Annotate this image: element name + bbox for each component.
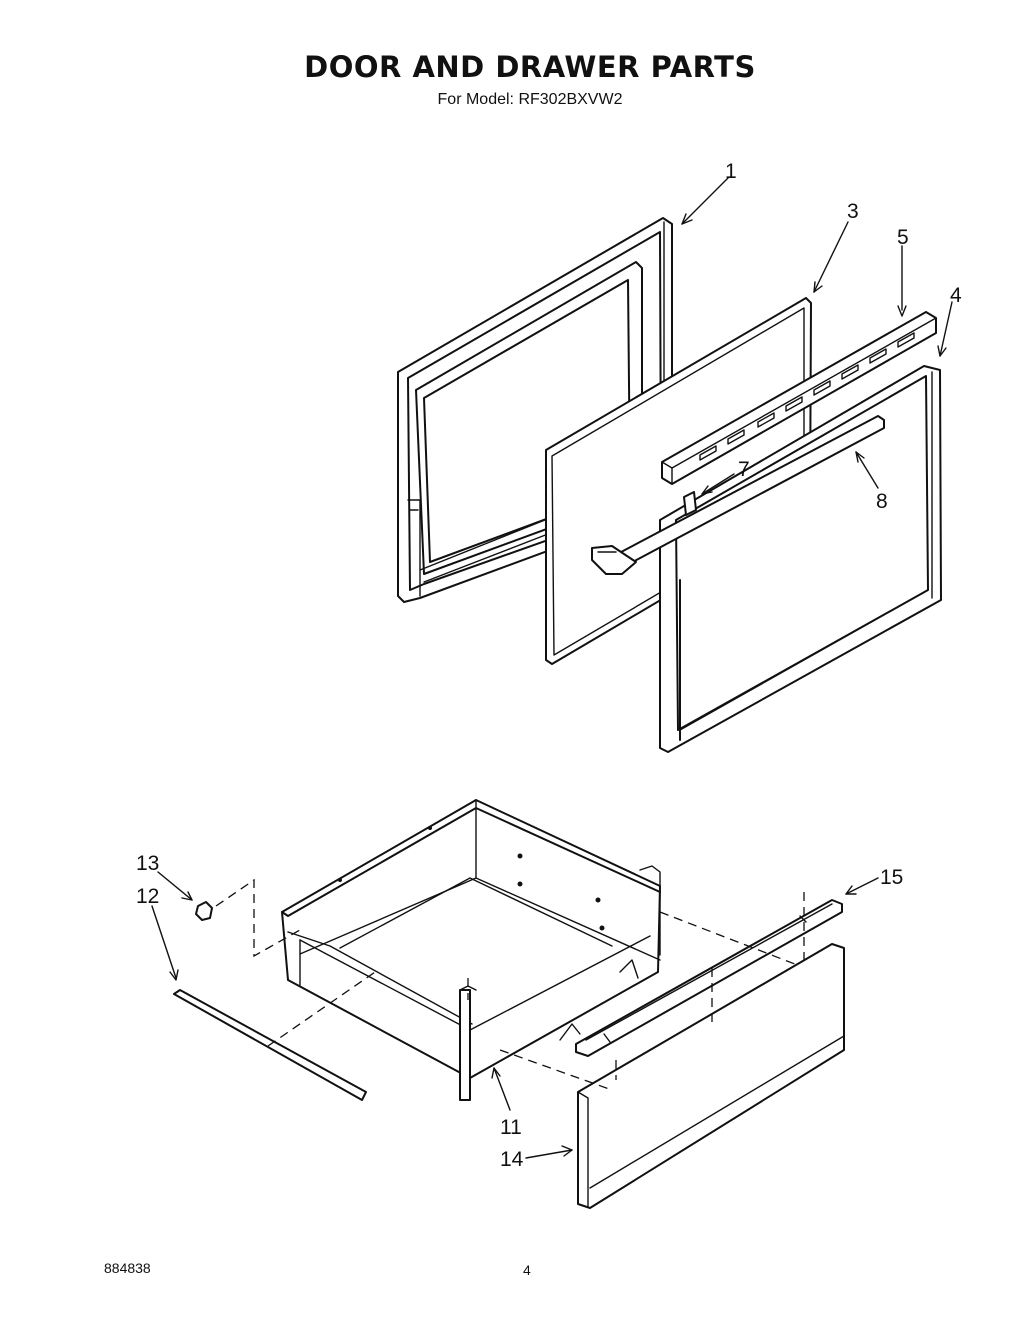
callout-1: 1 <box>725 160 737 183</box>
alignment-lines <box>215 878 805 1091</box>
model-number: RF302BXVW2 <box>518 91 623 108</box>
callout-12: 12 <box>136 885 159 908</box>
callout-labels: 1 3 5 4 7 8 13 12 15 11 14 <box>136 160 962 1171</box>
part-5-vent-strip <box>661 311 937 485</box>
page-title: DOOR AND DRAWER PARTS <box>304 50 756 84</box>
part-14-drawer-front <box>577 943 845 1209</box>
leader-lines <box>151 177 953 1159</box>
callout-15: 15 <box>880 866 903 889</box>
model-label: For Model: <box>437 91 514 108</box>
callout-14: 14 <box>500 1148 524 1171</box>
callout-5: 5 <box>897 226 909 249</box>
page-number: 4 <box>523 1262 531 1278</box>
callout-7: 7 <box>738 458 750 481</box>
callout-3: 3 <box>847 200 859 223</box>
part-15-front-support <box>575 899 843 1057</box>
part-4-inner-frame <box>659 365 942 753</box>
model-subtitle: For Model: RF302BXVW2 <box>0 91 1036 109</box>
document-number: 884838 <box>104 1260 151 1276</box>
callout-8: 8 <box>876 490 888 513</box>
part-8-handle <box>591 415 885 575</box>
part-13-glide-clip <box>195 901 213 921</box>
part-11-drawer-body <box>281 799 661 1101</box>
callout-4: 4 <box>950 284 962 307</box>
callout-11: 11 <box>500 1116 522 1139</box>
part-7-clip <box>683 491 697 516</box>
callout-13: 13 <box>136 852 159 875</box>
